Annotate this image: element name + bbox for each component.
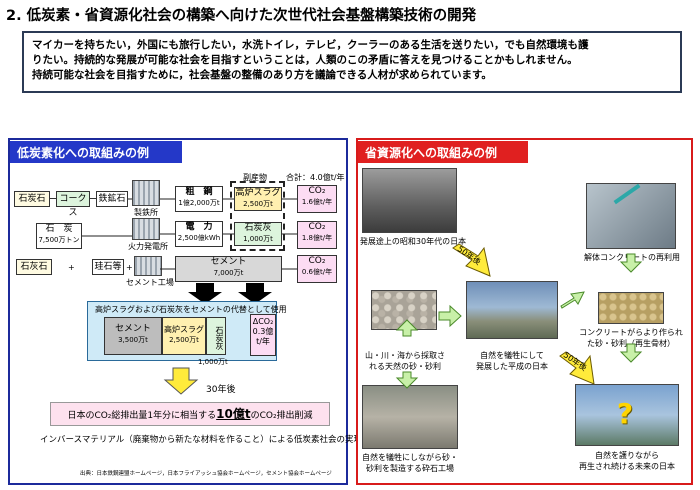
steelworks-photo [132, 180, 160, 206]
mix-cement-node: セメント 3,500万t [104, 317, 162, 355]
heisei-japan-caption-2: 発展した平成の日本 [476, 362, 548, 371]
plus-arrow-2 [90, 198, 96, 199]
coal-node: 石 炭 7,500万トン [36, 223, 82, 249]
future-japan-photo [575, 384, 679, 446]
limestone-node-2: 石灰石 [16, 259, 52, 275]
byproduct-frame [230, 181, 285, 251]
mix-cement-value: 3,500万t [118, 336, 148, 344]
recycled-aggregate-caption-1: コンクリートがらより作られ [579, 328, 683, 337]
electricity-value: 2,500億kWh [177, 234, 221, 242]
quarry-caption-2: 砂利を製造する砕石工場 [366, 464, 454, 473]
showa-japan-caption: 発展途上の昭和30年代の日本 [359, 237, 467, 246]
mix-slag-title: 高炉スラグ [164, 325, 204, 334]
total-label: 合計：4.0億t/年 [286, 173, 345, 182]
cement-title: セメント [210, 257, 247, 267]
future-question-mark: ? [616, 397, 634, 430]
page-title: 2. 低炭素・省資源化社会の構築へ向けた次世代社会基盤構築技術の開発 [6, 8, 477, 24]
mix-ash-node: 石炭灰 [206, 317, 226, 355]
coal-ash-title: 石炭灰 [244, 223, 272, 233]
co2-node-3-title: CO₂ [308, 256, 326, 266]
cement-plant-photo [134, 256, 162, 276]
electricity-node: 電 力 2,500億kWh [175, 221, 223, 247]
mix-slag-node: 高炉スラグ 2,500万t [162, 317, 206, 355]
co2-node-2: CO₂ 1.8億t/年 [297, 221, 337, 249]
mix-total-label: 1,000万t [198, 358, 228, 366]
intro-line-1: マイカーを持ちたい，外国にも旅行したい，水洗トイレ，テレビ，クーラーのある生活を… [32, 39, 589, 51]
reduction-big: 10億t [216, 407, 251, 421]
crude-steel-value: 1億2,000万t [178, 199, 220, 207]
byproduct-label: 副産物 [243, 173, 267, 182]
crude-steel-title: 粗 鋼 [185, 187, 213, 197]
after-30-years: 30年後 [206, 385, 236, 395]
mix-slag-value: 2,500万t [169, 336, 199, 344]
plus-arrow-1 [50, 198, 56, 199]
low-carbon-panel-title: 低炭素化への取組みの例 [10, 141, 182, 163]
co2-node-2-value: 1.8億t/年 [301, 234, 333, 242]
crude-steel-node: 粗 鋼 1億2,000万t [175, 186, 223, 212]
delta-co2-value: 0.3億 [252, 327, 274, 336]
coal-title: 石 炭 [45, 224, 73, 234]
plus-sign-2: + [126, 263, 133, 272]
slag-value: 2,500万t [243, 200, 273, 208]
showa-japan-photo [362, 168, 457, 233]
quarry-caption-1: 自然を犠牲にしながら砂・ [362, 453, 458, 462]
resource-panel-title: 省資源化への取組みの例 [358, 141, 528, 163]
electricity-title: 電 力 [185, 222, 213, 232]
cement-node: セメント 7,000万t [175, 256, 282, 282]
heisei-japan-photo [466, 281, 558, 339]
iron-ore-node: 鉄鉱石 [96, 191, 128, 207]
power-plant-photo [132, 218, 160, 240]
intro-line-2: りたい。持続的な発展が可能な社会を目指すということは，人類のこの矛盾に答えを見つ… [32, 54, 578, 66]
source-note: 出典：日本鉄鋼連盟ホームページ，日本フライアッシュ協会ホームページ，セメント協会… [80, 471, 332, 477]
silica-node: 珪石等 [92, 259, 124, 275]
coal-ash-value: 1,000万t [243, 235, 273, 243]
intro-box: マイカーを持ちたい，外国にも旅行したい，水洗トイレ，テレビ，クーラーのある生活を… [22, 31, 682, 93]
power-plant-label: 火力発電所 [128, 242, 168, 251]
co2-node-1-value: 1.6億t/年 [301, 198, 333, 206]
future-japan-caption-2: 再生され続ける未来の日本 [579, 462, 675, 471]
delta-co2-unit: t/年 [256, 337, 270, 346]
intro-line-3: 持続可能な社会を目指すために，社会基盤の整備のあり方を議論できる人材が求められて… [32, 69, 492, 81]
co2-node-2-title: CO₂ [308, 222, 326, 232]
co2-node-1-title: CO₂ [308, 186, 326, 196]
reduction-box: 日本のCO₂総排出量1年分に相当する10億tのCO₂排出削減 [50, 402, 330, 426]
natural-aggregate-caption-2: れる天然の砂・砂利 [369, 362, 441, 371]
mix-caption: 高炉スラグおよび石炭灰をセメントの代替として使用 [95, 305, 287, 314]
delta-co2-title: ΔCO₂ [252, 317, 274, 326]
inverse-material-text: インバースマテリアル（廃棄物から新たな材料を作ること）による低炭素社会の実現 [40, 435, 362, 445]
future-japan-caption-1: 自然を護りながら [595, 451, 659, 460]
co2-node-3-value: 0.6億t/年 [301, 268, 333, 276]
recycled-aggregate-photo [598, 292, 664, 324]
coke-node: コークス [56, 191, 90, 218]
coal-value: 7,500万トン [38, 236, 80, 244]
limestone-node-1: 石炭石 [14, 191, 50, 207]
cement-value: 7,000万t [213, 269, 244, 277]
reduction-post: のCO₂排出削減 [250, 411, 313, 421]
demolition-photo [586, 183, 676, 249]
coal-ash-node: 石炭灰 1,000万t [234, 222, 282, 246]
co2-node-1: CO₂ 1.6億t/年 [297, 185, 337, 213]
heisei-japan-caption-1: 自然を犠牲にして [480, 351, 544, 360]
delta-co2-node: ΔCO₂ 0.3億 t/年 [250, 314, 276, 356]
natural-aggregate-caption-1: 山・川・海から採取さ [365, 351, 445, 360]
mix-cement-title: セメント [115, 324, 151, 334]
mix-ash-title: 石炭灰 [215, 326, 224, 350]
co2-node-3: CO₂ 0.6億t/年 [297, 255, 337, 283]
cement-plant-label: セメント工場 [126, 278, 174, 287]
slag-node: 高炉スラグ 2,500万t [234, 187, 282, 211]
slag-title: 高炉スラグ [235, 188, 281, 198]
plus-sign-1: + [68, 263, 75, 272]
reduction-pre: 日本のCO₂総排出量1年分に相当する [67, 411, 217, 421]
steelworks-label: 製鉄所 [134, 208, 158, 217]
